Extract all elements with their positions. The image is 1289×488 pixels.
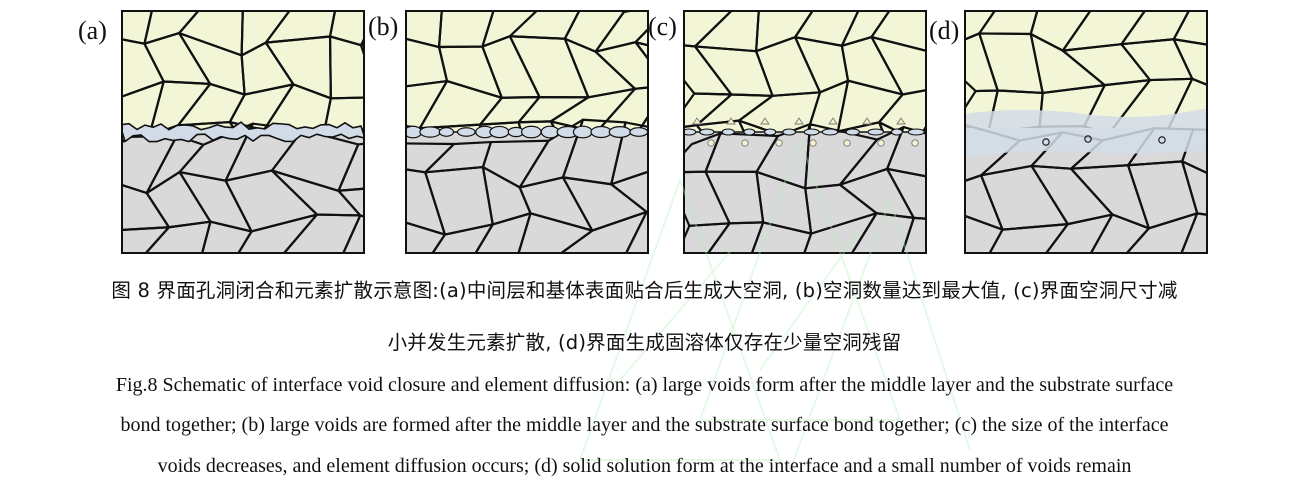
grain-region [405,132,649,254]
interface-void [456,127,476,137]
figure-panels: (a) (b) (c) (d) [78,10,1208,254]
panel-a-microstructure [121,10,365,254]
interface-void [608,126,632,138]
caption-cn-line-2: 小并发生元素扩散, (d)界面生成固溶体仅存在少量空洞残留 [387,331,902,354]
diffusing-atom-circle [741,139,749,147]
interface-void [572,125,593,139]
grain-cell [1172,38,1208,87]
grain-cell [633,113,649,139]
diffusing-atom-triangle [862,117,872,125]
grain-cell [430,223,494,254]
panel-b-microstructure [405,10,649,254]
diffusing-atom-triangle [760,117,770,125]
interface-void [782,128,797,136]
grain-region [683,10,927,132]
interface-void [590,125,612,139]
diffusing-atom-circle [707,139,715,147]
diffusing-atom-circle [809,139,817,147]
grain-cell [281,213,362,254]
grain-boundaries [405,118,649,254]
grain-region [121,135,365,254]
diffusing-atom-triangle [828,117,838,125]
grain-cell [1181,160,1208,216]
diffusing-atom-triangle [896,117,906,125]
diffusing-atom-circle [843,139,851,147]
interface-void [803,128,820,136]
grain-cell [870,10,927,53]
grain-cell [683,222,731,254]
caption-cn-line-1: 图 8 界面孔洞闭合和元素扩散示意图:(a)中间层和基体表面贴合后生成大空洞, … [111,279,1178,302]
interface-void [683,128,697,136]
grain-cell [964,214,1004,254]
panel-d-microstructure [964,10,1208,254]
grain-cell [328,35,365,100]
caption-en-line-3: voids decreases, and element diffusion o… [157,455,1132,477]
grain-cell [473,212,532,254]
caption-en-line-1: Fig.8 Schematic of interface void closur… [115,374,1174,396]
grain-cell [517,212,594,254]
diffusing-atom-triangle [794,117,804,125]
grain-cell [594,41,649,90]
residual-void [1084,135,1092,143]
panel-border [964,10,1208,254]
panel-label-d: (d) [929,16,960,45]
panel-c-microstructure [683,10,927,254]
grain-cell [850,212,915,254]
panel-label-a: (a) [78,16,107,45]
interface-void [764,128,777,136]
residual-void [1158,136,1166,144]
panel-border [121,10,365,254]
interface-void [699,128,715,136]
grain-cell [802,212,878,254]
grain-cell [558,210,648,254]
grain-cell [1044,213,1114,254]
grain-cell [870,35,927,96]
grain-cell [987,223,1069,254]
diffusing-atom-triangle [692,117,702,125]
panel-border [683,10,927,254]
grain-cell [236,213,319,254]
grain-cell [322,96,365,137]
panel-label-b: (b) [368,12,399,41]
interface-void [489,125,510,139]
caption-en-line-2: bond together; (b) large voids are forme… [120,414,1169,436]
interface-void [821,128,839,136]
interface-void [405,125,423,139]
interface-void [520,125,542,139]
grain-cell [886,167,927,220]
panel-border [405,10,649,254]
grain-cell [750,221,813,254]
grain-cell [886,125,927,178]
grain-cell [610,121,649,186]
solid-solution-band [964,108,1208,158]
grain-cell [1124,212,1199,254]
interface-void [438,127,455,137]
diffusing-atom-triangle [726,117,736,125]
panel-label-c: (c) [648,12,677,41]
grain-cell [143,220,212,254]
grain-cell [1179,212,1208,254]
grain-cell [337,142,365,192]
grain-cell [121,226,171,254]
interface-void [540,125,560,139]
grain-cell [610,170,649,214]
grain-cell [200,220,253,254]
grain-cell [1172,10,1208,46]
interface-void [845,128,860,136]
residual-void [1042,138,1050,146]
grain-cell [624,210,649,254]
diffusing-atom-circle [877,139,885,147]
interface-void [629,127,649,137]
grain-cell [900,216,927,254]
interface-void [867,128,885,136]
grain-cell [337,187,365,218]
interface-void [419,126,442,138]
diffusing-atom-circle [911,139,919,147]
grain-cell [405,221,447,254]
diffusing-atom-circle [775,139,783,147]
interface-void [743,128,756,136]
interface-void [721,128,735,136]
interface-void [907,128,925,136]
interface-void [890,128,903,136]
